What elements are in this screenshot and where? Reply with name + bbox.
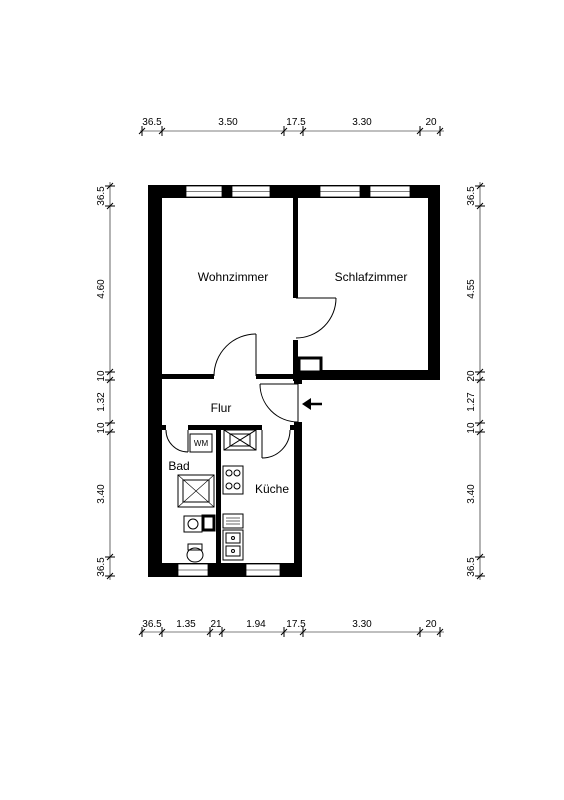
dim-bottom-6: 3.30 xyxy=(352,619,372,630)
dim-left-5: 10 xyxy=(96,422,107,434)
room-label-wohnzimmer: Wohnzimmer xyxy=(198,270,268,284)
washing-machine-icon xyxy=(189,433,213,453)
shaft-icon xyxy=(223,429,257,451)
doors xyxy=(165,297,337,459)
dimension-left: 36.5 4.60 10 1.32 10 3.40 36.5 xyxy=(96,182,115,580)
dim-left-3: 10 xyxy=(96,370,107,382)
fixtures xyxy=(177,429,257,563)
dimension-bottom: 36.5 1.35 21 1.94 17.5 3.30 20 xyxy=(138,619,444,637)
dimension-top: 36.5 3.50 17.5 3.30 20 xyxy=(138,117,444,136)
dim-right-5: 10 xyxy=(466,422,477,434)
dim-right-2: 4.55 xyxy=(466,279,477,299)
dim-top-5: 20 xyxy=(425,117,437,128)
toilet-icon xyxy=(186,543,204,563)
shower-tray-icon xyxy=(177,474,215,508)
entrance-arrow-icon xyxy=(302,398,322,410)
dim-right-7: 36.5 xyxy=(466,557,477,577)
dim-top-4: 3.30 xyxy=(352,117,372,128)
dim-right-1: 36.5 xyxy=(466,186,477,206)
dim-left-2: 4.60 xyxy=(96,279,107,299)
dim-top-1: 36.5 xyxy=(142,117,162,128)
dim-left-1: 36.5 xyxy=(96,186,107,206)
dim-left-4: 1.32 xyxy=(96,392,107,412)
dim-top-2: 3.50 xyxy=(218,117,238,128)
dim-bottom-7: 20 xyxy=(425,619,437,630)
dim-right-6: 3.40 xyxy=(466,484,477,504)
dim-left-7: 36.5 xyxy=(96,557,107,577)
room-label-kueche: Küche xyxy=(255,482,289,496)
dim-bottom-1: 36.5 xyxy=(142,619,162,630)
windows xyxy=(177,185,411,577)
room-label-schlafzimmer: Schlafzimmer xyxy=(335,270,408,284)
dimension-right: 36.5 4.55 20 1.27 10 3.40 36.5 xyxy=(466,182,485,580)
stove-icon xyxy=(222,465,244,495)
wm-label: WM xyxy=(194,439,209,448)
walls xyxy=(148,185,440,577)
room-label-bad: Bad xyxy=(168,459,189,473)
room-label-flur: Flur xyxy=(211,401,232,415)
wash-basin-icon xyxy=(183,515,203,533)
dim-top-3: 17.5 xyxy=(286,117,306,128)
counter-icon xyxy=(222,513,244,529)
dim-left-6: 3.40 xyxy=(96,484,107,504)
kitchen-sink-icon xyxy=(222,529,244,561)
dim-bottom-3: 21 xyxy=(210,619,222,630)
dim-bottom-5: 17.5 xyxy=(286,619,306,630)
dim-bottom-4: 1.94 xyxy=(246,619,266,630)
dim-right-4: 1.27 xyxy=(466,392,477,412)
dim-bottom-2: 1.35 xyxy=(176,619,196,630)
dim-right-3: 20 xyxy=(466,370,477,382)
